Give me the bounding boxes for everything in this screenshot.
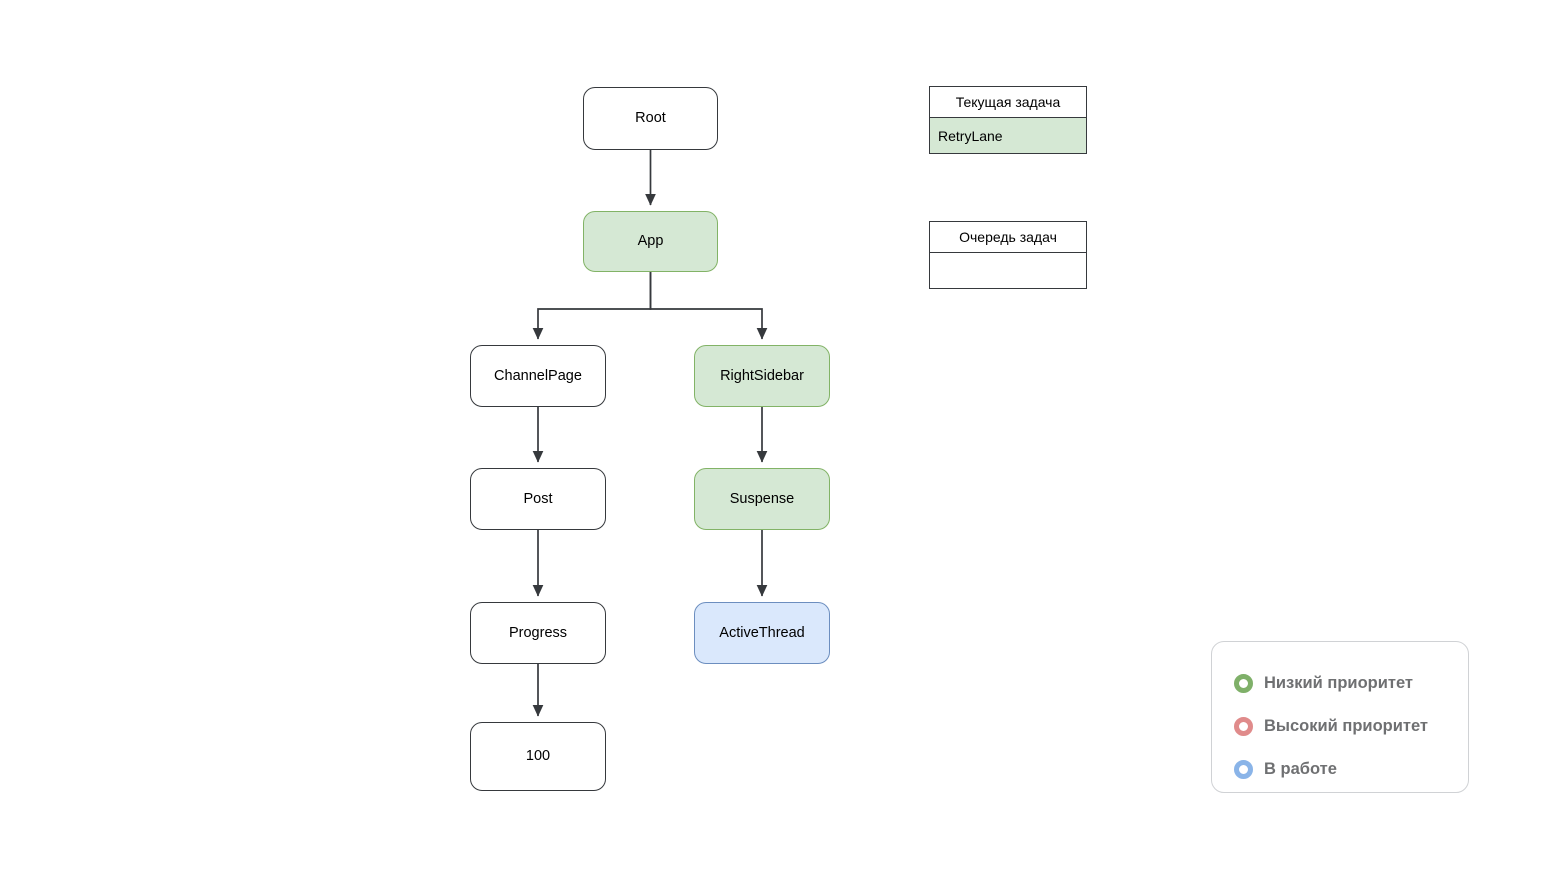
node-hundred[interactable]: 100 (470, 722, 606, 791)
node-post[interactable]: Post (470, 468, 606, 530)
legend-label-high-priority: Высокий приоритет (1264, 717, 1429, 735)
node-rightsidebar[interactable]: RightSidebar (694, 345, 830, 407)
edge-app-rightsidebar (649, 272, 768, 340)
legend-label-in-progress: В работе (1264, 760, 1337, 778)
task-queue-panel: Очередь задач (929, 221, 1087, 289)
legend-item-in-progress: В работе (1234, 748, 1468, 791)
node-app[interactable]: App (583, 211, 718, 272)
legend-item-low-priority: Низкий приоритет (1234, 662, 1468, 705)
legend-panel: Низкий приоритет Высокий приоритет В раб… (1211, 641, 1469, 793)
node-progress[interactable]: Progress (470, 602, 606, 664)
node-suspense[interactable]: Suspense (694, 468, 830, 530)
current-task-panel: Текущая задача RetryLane (929, 86, 1087, 154)
node-activethread[interactable]: ActiveThread (694, 602, 830, 664)
circle-low-priority-icon (1234, 674, 1253, 693)
current-task-row[interactable]: RetryLane (930, 118, 1086, 153)
circle-in-progress-icon (1234, 760, 1253, 779)
edge-app-channelpage (532, 272, 652, 340)
legend-label-low-priority: Низкий приоритет (1264, 674, 1413, 692)
circle-high-priority-icon (1234, 717, 1253, 736)
legend-item-high-priority: Высокий приоритет (1234, 705, 1468, 748)
task-queue-row[interactable] (930, 253, 1086, 288)
node-root[interactable]: Root (583, 87, 718, 150)
task-queue-header: Очередь задач (930, 222, 1086, 253)
current-task-header: Текущая задача (930, 87, 1086, 118)
node-channelpage[interactable]: ChannelPage (470, 345, 606, 407)
